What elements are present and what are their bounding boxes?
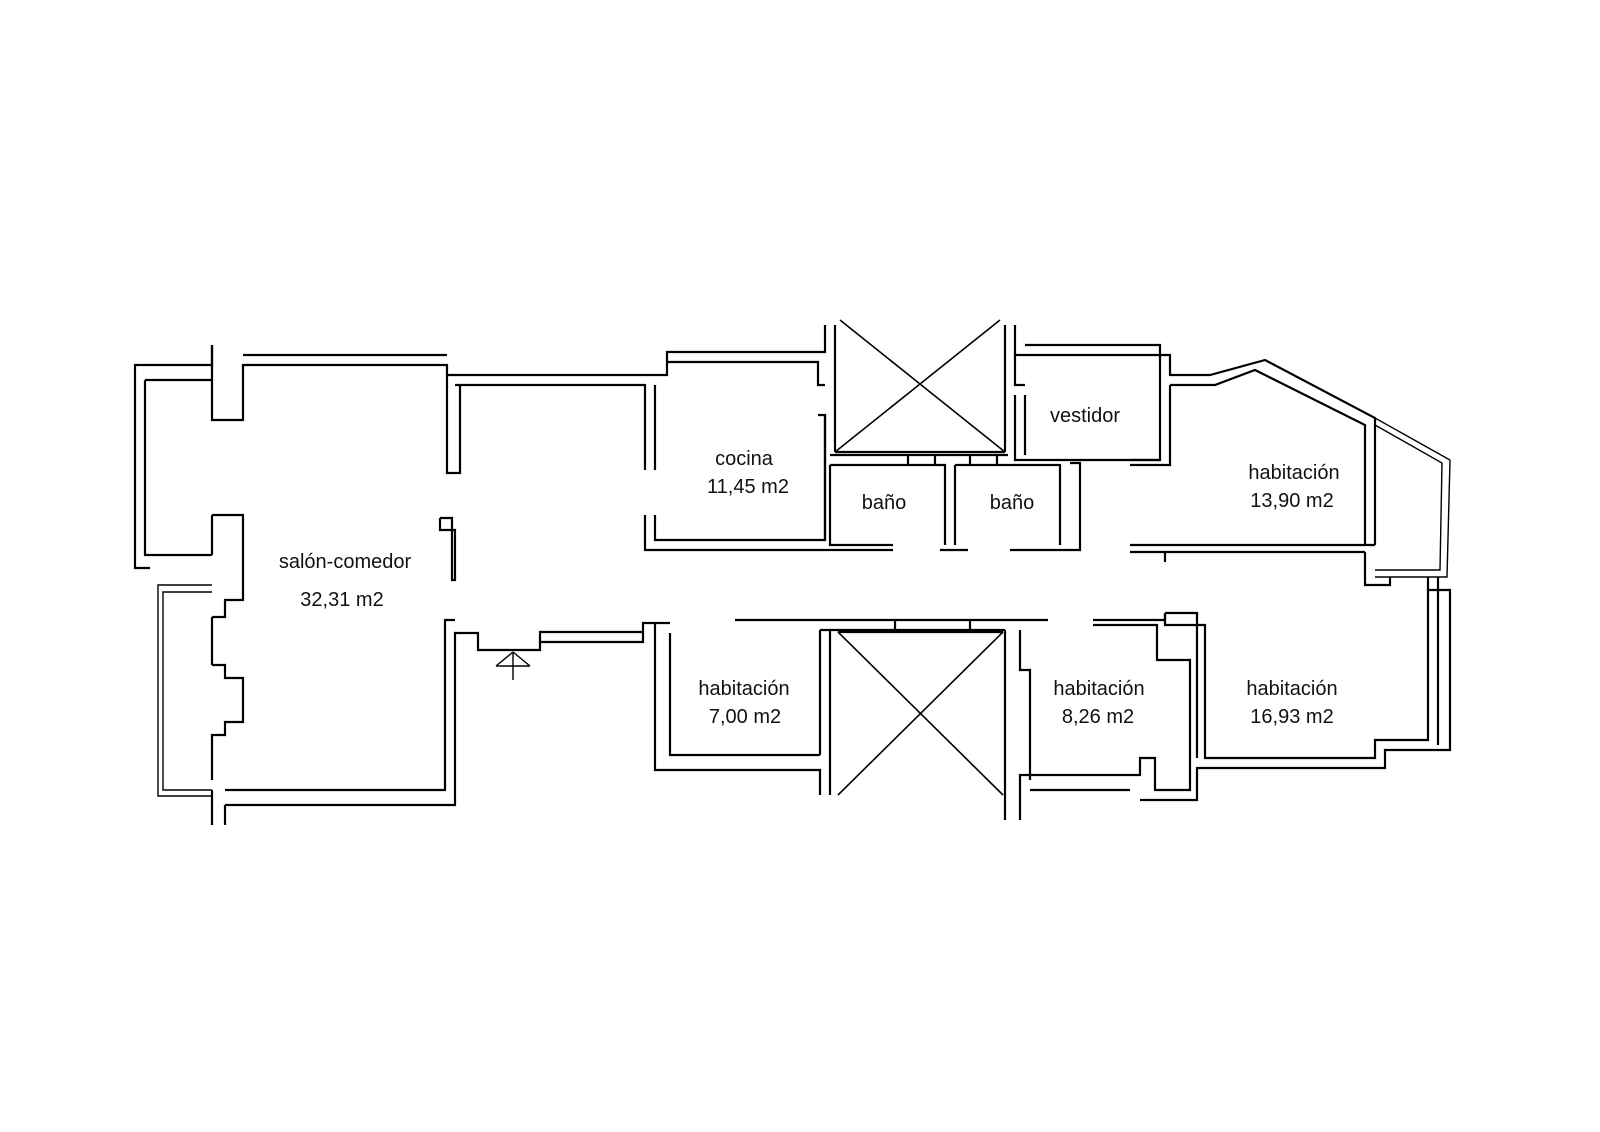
- room-area-cocina: 11,45 m2: [707, 476, 789, 498]
- room-name-habitacion-1: habitación: [1248, 462, 1339, 484]
- room-name-bano-1: baño: [862, 492, 907, 514]
- room-name-bano-2: baño: [990, 492, 1035, 514]
- salon-walls: [210, 513, 457, 780]
- shaft-upper: [833, 319, 1007, 454]
- room-name-cocina: cocina: [715, 448, 774, 470]
- room-area-salon-comedor: 32,31 m2: [300, 589, 383, 611]
- outer-walls: [133, 325, 1452, 825]
- room-area-habitacion-1: 13,90 m2: [1250, 490, 1333, 512]
- shaft-lower: [837, 630, 1004, 796]
- entrance-arrow-icon: [495, 651, 531, 680]
- bathroom-walls: [828, 453, 1082, 552]
- room-name-salon-comedor: salón-comedor: [279, 551, 412, 573]
- room-area-habitacion-4: 16,93 m2: [1250, 706, 1333, 728]
- room-name-habitacion-4: habitación: [1246, 678, 1337, 700]
- lower-walls: [735, 611, 1199, 820]
- kitchen-walls: [643, 413, 893, 552]
- room-area-habitacion-2: 7,00 m2: [709, 706, 781, 728]
- bedroom-1-walls: [1130, 543, 1375, 562]
- room-name-vestidor: vestidor: [1050, 405, 1120, 427]
- room-name-habitacion-3: habitación: [1053, 678, 1144, 700]
- dressing-room-walls: [1013, 365, 1172, 467]
- room-area-habitacion-3: 8,26 m2: [1062, 706, 1134, 728]
- room-name-habitacion-2: habitación: [698, 678, 789, 700]
- room-labels: salón-comedor 32,31 m2 cocina 11,45 m2 b…: [279, 405, 1340, 728]
